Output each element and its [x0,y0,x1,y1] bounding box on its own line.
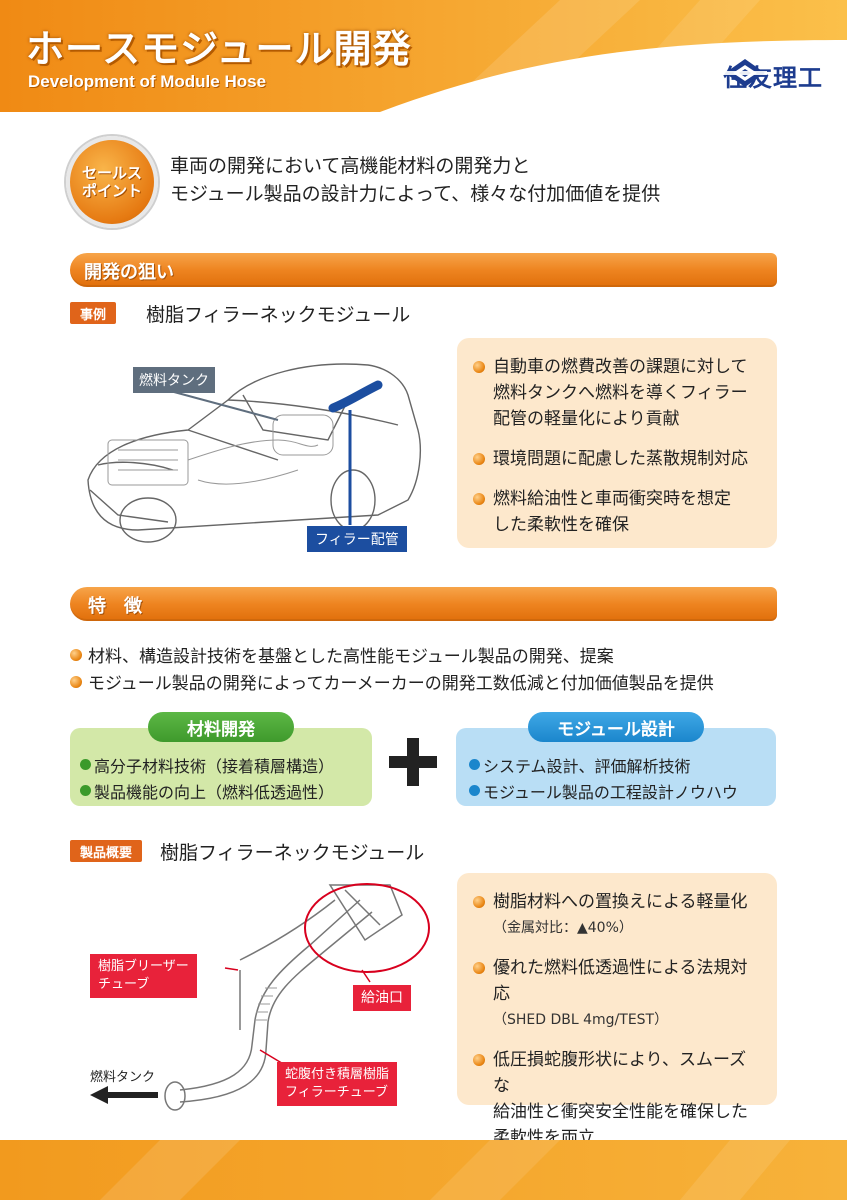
bullet-line: 樹脂材料への置換えによる軽量化 [493,892,748,912]
bullet-icon [469,785,480,796]
plus-icon [389,738,437,786]
car-illustration [87,363,421,543]
page-title: ホースモジュール開発 [26,27,412,71]
feature-item: 材料、構造設計技術を基盤とした高性能モジュール製品の開発、提案 [70,642,614,667]
feature-text: 材料、構造設計技術を基盤とした高性能モジュール製品の開発、提案 [88,647,614,667]
callout-line: 蛇腹付き積層樹脂 [285,1067,390,1082]
module-item: モジュール製品の工程設計ノウハウ [469,779,738,803]
bullet-line: 燃料タンクへ燃料を導くフィラー [493,383,748,403]
feature-item: モジュール製品の開発によってカーメーカーの開発工数低減と付加価値製品を提供 [70,669,714,694]
callout-breather-tube: 樹脂ブリーザー チューブ [90,954,197,998]
badge-line: ポイント [81,182,142,200]
callout-filler-pipe: フィラー配管 [307,526,407,552]
aim-bullet: 環境問題に配慮した蒸散規制対応 [471,446,763,472]
product-info-box: 樹脂材料への置換えによる軽量化 （金属対比：▲40%） 優れた燃料低透過性による… [457,873,777,1148]
product-title: 樹脂フィラーネックモジュール [160,842,425,864]
product-tag: 製品概要 [70,840,143,862]
bullet-icon [473,453,485,465]
example-tag: 事例 [70,302,117,324]
section-title: 特 徴 [88,596,142,617]
product-bullet: 樹脂材料への置換えによる軽量化 （金属対比：▲40%） [471,889,763,941]
material-item-text: 製品機能の向上（燃料低透過性） [94,783,335,802]
page-header: ホースモジュール開発 Development of Module Hose 住友… [0,0,847,112]
callout-line: チューブ [98,977,150,992]
company-logo: 住友理工 [723,58,823,93]
aim-info-box: 自動車の燃費改善の課題に対して 燃料タンクへ燃料を導くフィラー 配管の軽量化によ… [457,338,777,548]
bullet-line: 低圧損蛇腹形状により、スムーズな [493,1050,747,1096]
material-development-title: 材料開発 [148,712,294,742]
page-subtitle: Development of Module Hose [28,72,267,91]
module-item-text: モジュール製品の工程設計ノウハウ [483,783,738,802]
bullet-line: 燃料給油性と車両衝突時を想定 [493,489,731,509]
material-item: 高分子材料技術（接着積層構造） [80,753,334,777]
bullet-icon [473,962,485,974]
bullet-icon [473,1054,485,1066]
bullet-icon [469,759,480,770]
diamond-logo-icon [723,59,767,87]
callout-filler-tube: 蛇腹付き積層樹脂 フィラーチューブ [277,1062,398,1106]
module-item: システム設計、評価解析技術 [469,753,691,777]
bullet-sub: （SHED DBL 4mg/TEST） [493,1012,669,1028]
bullet-line: 給油性と衝突安全性能を確保した [493,1102,748,1122]
badge-line: セールス [81,164,142,182]
bullet-line: 優れた燃料低透過性による法規対応 [493,958,748,1004]
sales-line: モジュール製品の設計力によって、様々な付加価値を提供 [170,183,661,205]
example-title: 樹脂フィラーネックモジュール [146,304,411,326]
sales-point-badge: セールス ポイント [66,136,158,228]
filler-neck-illustration [90,883,430,1111]
aim-bullet: 自動車の燃費改善の課題に対して 燃料タンクへ燃料を導くフィラー 配管の軽量化によ… [471,354,763,432]
module-item-text: システム設計、評価解析技術 [483,757,691,776]
callout-fuel-inlet: 給油口 [353,985,411,1011]
bullet-icon [80,759,91,770]
footer-background [0,1140,847,1200]
material-item: 製品機能の向上（燃料低透過性） [80,779,334,803]
bullet-line: 環境問題に配慮した蒸散規制対応 [493,449,748,469]
product-bullet: 優れた燃料低透過性による法規対応 （SHED DBL 4mg/TEST） [471,955,763,1033]
module-design-title: モジュール設計 [528,712,704,742]
bullet-icon [80,785,91,796]
page-footer [0,1140,847,1200]
section-bar-features: 特 徴 [70,587,777,621]
material-item-text: 高分子材料技術（接着積層構造） [94,757,335,776]
bullet-icon [70,649,82,661]
bullet-line: 自動車の燃費改善の課題に対して [493,357,748,377]
section-bar-aim: 開発の狙い [70,253,777,287]
bullet-icon [473,493,485,505]
callout-fuel-tank: 燃料タンク [133,367,215,393]
header-background [0,0,847,112]
bullet-sub: （金属対比：▲40%） [493,920,633,936]
callout-line: 樹脂ブリーザー [98,959,189,974]
product-bullet: 低圧損蛇腹形状により、スムーズな 給油性と衝突安全性能を確保した 柔軟性を両立 [471,1047,763,1151]
sales-point-text: 車両の開発において高機能材料の開発力と モジュール製品の設計力によって、様々な付… [170,152,660,208]
bullet-icon [70,676,82,688]
sales-line: 車両の開発において高機能材料の開発力と [170,155,531,177]
section-title: 開発の狙い [84,262,174,283]
bullet-line: 配管の軽量化により貢献 [493,409,680,429]
aim-bullet: 燃料給油性と車両衝突時を想定 した柔軟性を確保 [471,486,763,538]
bullet-icon [473,896,485,908]
feature-text: モジュール製品の開発によってカーメーカーの開発工数低減と付加価値製品を提供 [88,674,714,694]
callout-line: フィラーチューブ [285,1085,388,1100]
bullet-line: した柔軟性を確保 [493,515,629,535]
bullet-icon [473,361,485,373]
label-fuel-tank: 燃料タンク [90,1070,156,1085]
